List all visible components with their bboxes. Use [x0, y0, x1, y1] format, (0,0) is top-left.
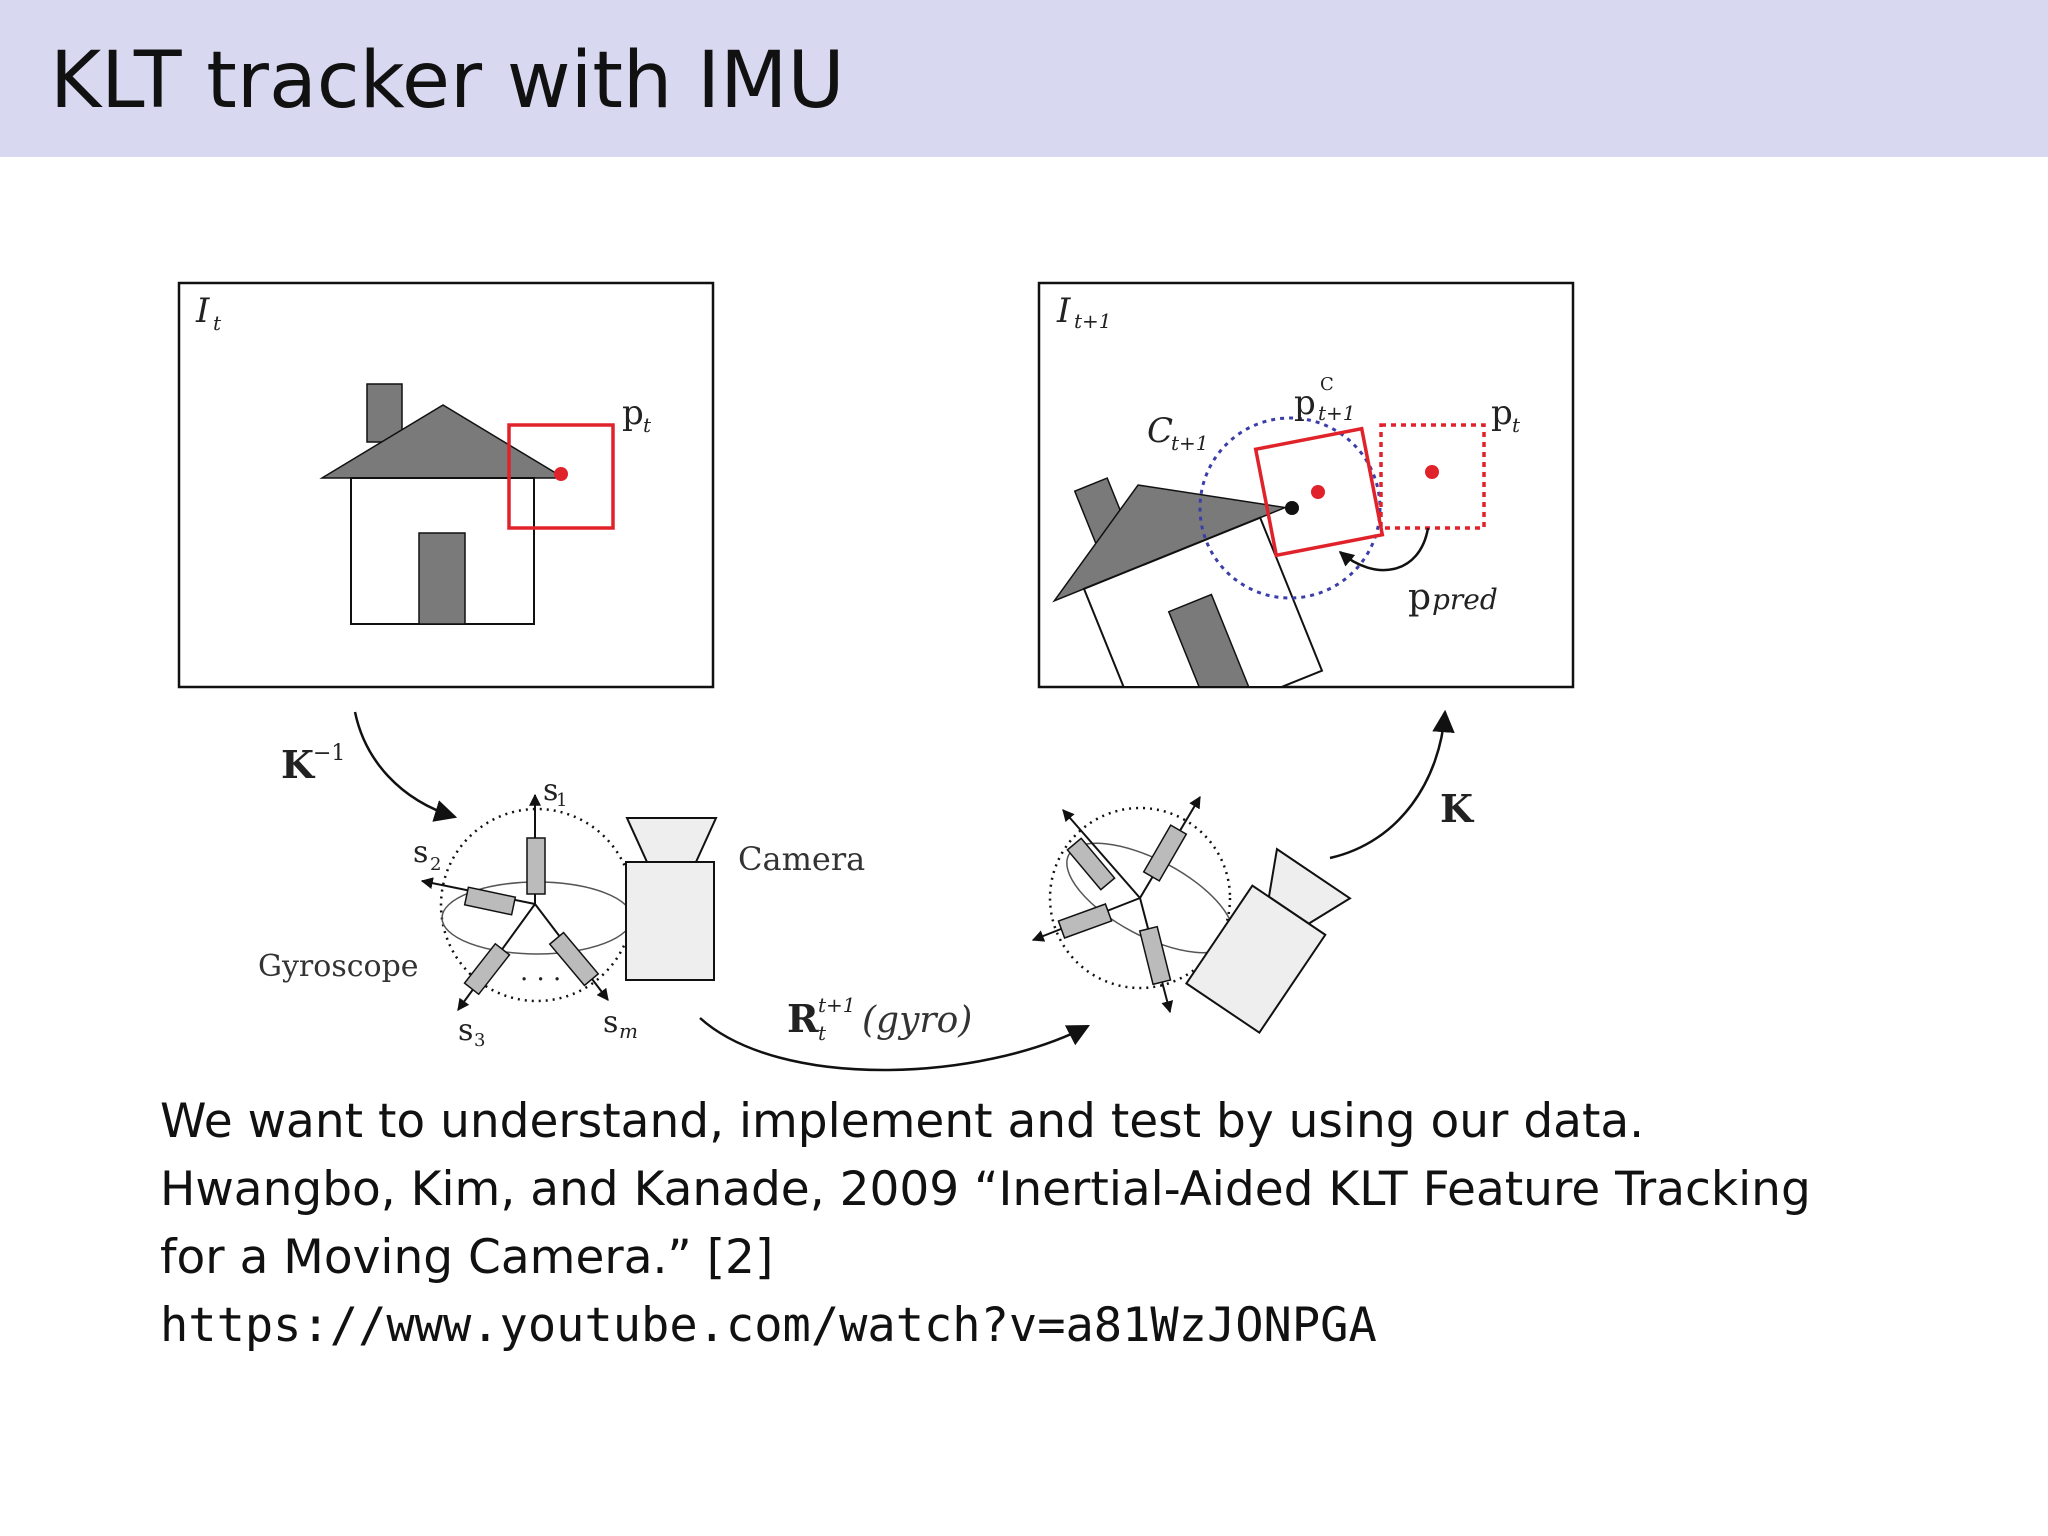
rotation-arrow: R t t+1 (gyro) — [699, 993, 1090, 1072]
slide-body: We want to understand, implement and tes… — [160, 1088, 2000, 1360]
s1-label: s — [543, 773, 558, 808]
p-t-label: p — [622, 393, 644, 433]
feature-point-left — [554, 467, 568, 481]
frame-left-label: I — [195, 291, 210, 331]
video-link[interactable]: https://www.youtube.com/watch?v=a81WzJON… — [160, 1298, 1377, 1353]
corner-point — [1285, 501, 1299, 515]
p-t-sub: t — [643, 413, 652, 437]
p-t-right-sub: t — [1512, 413, 1521, 437]
slide-header: KLT tracker with IMU — [0, 0, 2048, 157]
feature-window-left — [507, 423, 615, 530]
k-inverse-sup: −1 — [313, 741, 345, 766]
c-sub: t+1 — [1171, 431, 1209, 455]
s3-label: s — [458, 1013, 473, 1048]
sm-sub: m — [619, 1019, 638, 1043]
k-arrow: K — [1329, 709, 1475, 860]
camera-right — [1184, 847, 1352, 1035]
c-label: C — [1147, 411, 1173, 451]
body-line-2: Hwangbo, Kim, and Kanade, 2009 “Inertial… — [160, 1162, 1811, 1217]
s2-label: s — [413, 835, 428, 870]
feature-window-predicted — [1379, 423, 1486, 530]
gyro-dots: · · · — [520, 965, 561, 995]
p-c-sup: C — [1320, 374, 1334, 395]
feature-point-corrected — [1311, 485, 1325, 499]
gyroscope-left: · · · s 1 s 2 s 3 s m Gyroscope — [258, 773, 638, 1051]
feature-window-corrected — [1253, 426, 1385, 558]
rotation-label: R — [787, 996, 819, 1041]
search-circle — [1198, 416, 1382, 600]
pred-arrow — [1338, 527, 1430, 572]
house-left — [319, 383, 567, 625]
s3-sub: 3 — [474, 1030, 485, 1051]
rotation-sub: t — [818, 1021, 827, 1045]
frame-left-sub: t — [213, 311, 222, 335]
feature-point-predicted — [1425, 465, 1439, 479]
frame-right: I t+1 C t+1 p C t+1 p t p pred — [1037, 281, 1575, 689]
p-c-label: p — [1294, 383, 1316, 423]
k-inverse-label: K — [281, 742, 316, 787]
gyroscope-label: Gyroscope — [258, 949, 419, 984]
s2-sub: 2 — [430, 854, 441, 875]
body-line-1: We want to understand, implement and tes… — [160, 1094, 1645, 1149]
slide-title: KLT tracker with IMU — [50, 36, 845, 126]
p-pred-sub: pred — [1432, 583, 1498, 616]
frame-right-sub: t+1 — [1074, 309, 1112, 333]
door-left — [418, 532, 466, 625]
frame-left: I t p t — [177, 281, 715, 689]
s1-sub: 1 — [556, 790, 567, 811]
p-t-right-label: p — [1491, 393, 1513, 433]
camera-label: Camera — [738, 840, 865, 878]
body-line-3: for a Moving Camera.” [2] — [160, 1230, 774, 1285]
frame-right-label: I — [1056, 291, 1071, 331]
camera-left: Camera — [625, 817, 865, 981]
rotation-arg: (gyro) — [862, 1000, 972, 1041]
house-right — [1052, 477, 1324, 686]
p-c-sub: t+1 — [1318, 401, 1356, 425]
p-pred-label: p — [1408, 577, 1431, 618]
rotation-sup: t+1 — [818, 993, 856, 1017]
k-inverse-arrow: K −1 — [281, 711, 458, 822]
sm-label: s — [603, 1005, 618, 1040]
k-label: K — [1440, 786, 1475, 831]
